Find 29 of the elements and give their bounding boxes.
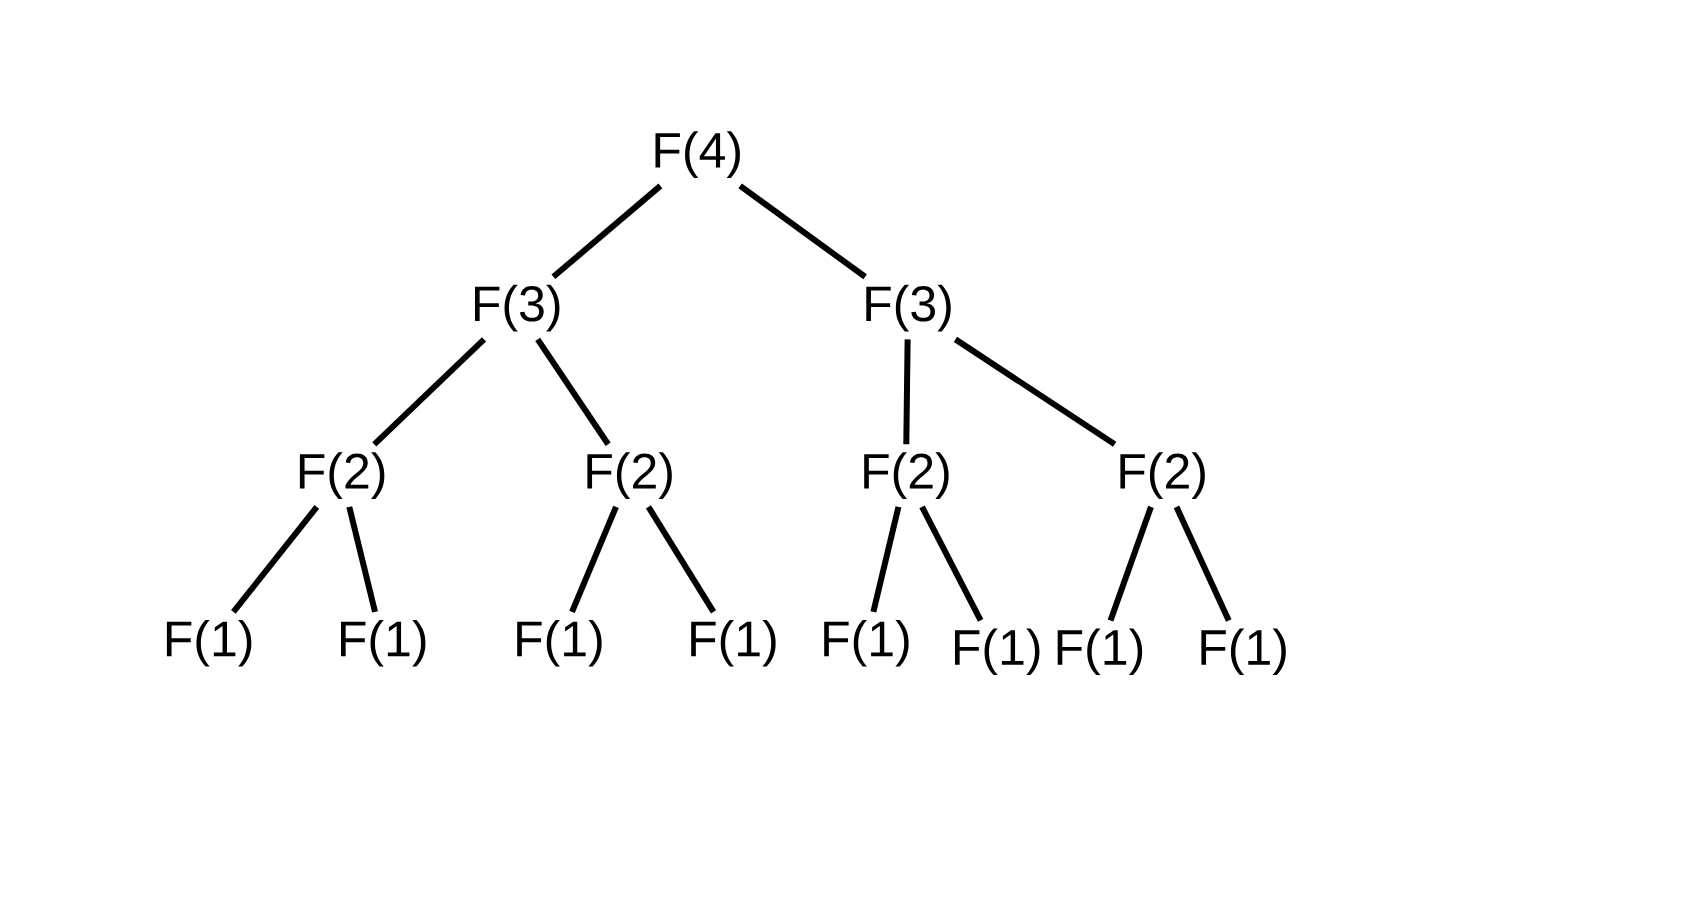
tree-branch-line: [346, 506, 378, 613]
tree-branch-line: [372, 337, 487, 447]
tree-node-label: F(1): [1057, 628, 1143, 676]
tree-node-label: F(3): [475, 284, 560, 332]
tree-node-label: F(1): [166, 619, 252, 667]
tree-node-label: F(1): [1201, 628, 1286, 676]
tree-node-label: F(1): [517, 619, 602, 667]
tree-node-label: F(2): [1120, 452, 1205, 499]
tree-node-label: F(2): [864, 452, 949, 499]
tree-branch-line: [919, 505, 984, 622]
tree-node-label: F(1): [691, 619, 776, 667]
tree-branch-line: [903, 339, 911, 445]
tree-node-label: F(3): [866, 284, 951, 332]
tree-node-label: F(2): [299, 452, 385, 499]
tree-node-label: F(1): [955, 628, 1040, 676]
tree-node-label: F(1): [824, 619, 909, 667]
tree-branch-line: [953, 336, 1117, 447]
tree-branch-line: [231, 505, 320, 614]
tree-branch-line: [569, 505, 619, 614]
tree-branch-line: [645, 505, 717, 614]
tree-branch-line: [535, 337, 611, 446]
tree-branch-line: [551, 183, 663, 280]
tree-branch-line: [1173, 505, 1232, 622]
tree-branch-line: [738, 183, 867, 280]
tree-node-label: F(4): [655, 131, 740, 178]
tree-branch-line: [870, 506, 902, 613]
tree-node-label: F(1): [341, 619, 426, 667]
tree-node-label: F(2): [587, 452, 672, 499]
tree-branch-line: [1107, 505, 1154, 622]
